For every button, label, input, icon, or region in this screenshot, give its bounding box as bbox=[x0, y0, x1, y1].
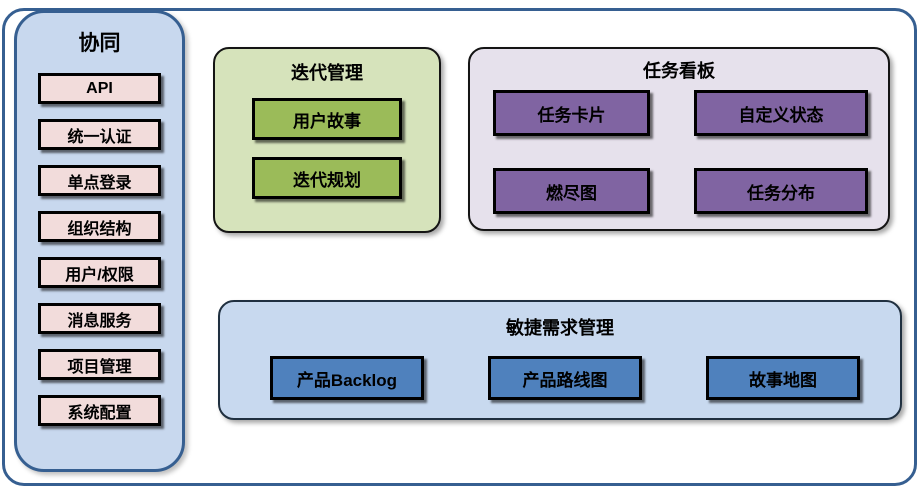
sidebar-item-org-structure: 组织结构 bbox=[38, 211, 161, 242]
item-product-roadmap: 产品路线图 bbox=[488, 356, 642, 400]
sidebar-panel: 协同 API 统一认证 单点登录 组织结构 用户/权限 消息服务 项目管理 系统… bbox=[14, 10, 185, 472]
sidebar-item-user-permissions: 用户/权限 bbox=[38, 257, 161, 288]
sidebar-title: 协同 bbox=[78, 32, 121, 55]
group-task-board-title: 任务看板 bbox=[643, 61, 715, 81]
sidebar-item-unified-auth: 统一认证 bbox=[38, 119, 161, 150]
item-user-story: 用户故事 bbox=[252, 98, 402, 140]
sidebar-item-project-management: 项目管理 bbox=[38, 349, 161, 380]
sidebar-item-api: API bbox=[38, 73, 161, 104]
item-task-card: 任务卡片 bbox=[493, 90, 650, 136]
item-custom-status: 自定义状态 bbox=[694, 90, 868, 136]
group-agile-requirements: 敏捷需求管理 产品Backlog 产品路线图 故事地图 bbox=[218, 300, 902, 420]
sidebar-item-message-service: 消息服务 bbox=[38, 303, 161, 334]
sidebar-item-system-config: 系统配置 bbox=[38, 395, 161, 426]
sidebar-item-sso: 单点登录 bbox=[38, 165, 161, 196]
group-task-board-row-1: 任务卡片 自定义状态 bbox=[470, 90, 888, 136]
sidebar-list: API 统一认证 单点登录 组织结构 用户/权限 消息服务 项目管理 系统配置 bbox=[17, 73, 182, 426]
item-task-distribution: 任务分布 bbox=[694, 168, 868, 214]
item-product-backlog: 产品Backlog bbox=[270, 356, 424, 400]
group-iteration-title: 迭代管理 bbox=[291, 63, 363, 83]
group-task-board-row-2: 燃尽图 任务分布 bbox=[470, 168, 888, 214]
group-agile-title: 敏捷需求管理 bbox=[506, 318, 614, 338]
item-burndown-chart: 燃尽图 bbox=[493, 168, 650, 214]
group-agile-items: 产品Backlog 产品路线图 故事地图 bbox=[220, 356, 900, 400]
item-iteration-planning: 迭代规划 bbox=[252, 157, 402, 199]
group-iteration-items: 用户故事 迭代规划 bbox=[215, 98, 439, 199]
item-story-map: 故事地图 bbox=[706, 356, 860, 400]
group-task-board: 任务看板 任务卡片 自定义状态 燃尽图 任务分布 bbox=[468, 47, 890, 231]
group-iteration-management: 迭代管理 用户故事 迭代规划 bbox=[213, 47, 441, 233]
